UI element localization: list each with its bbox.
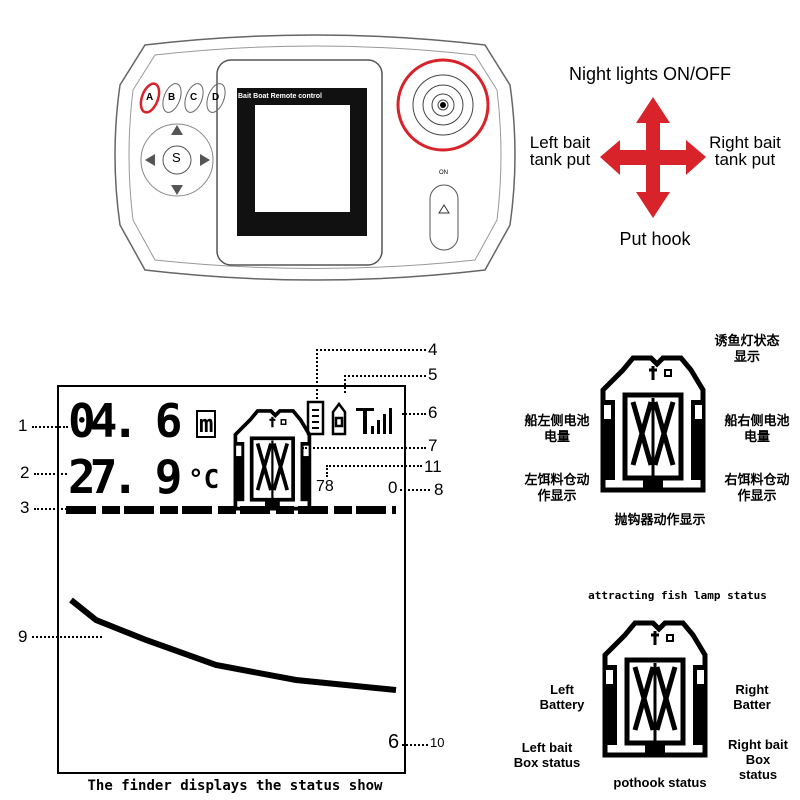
boat-status-icon-cn (593, 350, 713, 500)
battery-icon (306, 400, 325, 436)
callout-7: 7 (428, 436, 438, 455)
status-icons (306, 400, 392, 436)
signal-strength-icon (356, 408, 392, 434)
callout-3: 3 (20, 498, 30, 517)
en-lamp-label: attracting fish lamp status (588, 589, 767, 602)
callout-4: 4 (428, 340, 438, 359)
screen-title: Bait Boat Remote control (238, 93, 323, 100)
callout-5: 5 (428, 365, 438, 384)
boat-battery-icon (331, 401, 347, 436)
callout-8: 8 (434, 480, 444, 499)
button-s[interactable]: S (172, 150, 181, 165)
legend-left: Left bait tank put (529, 133, 591, 169)
callout-6: 6 (428, 403, 438, 422)
legend-down: Put hook (619, 229, 691, 249)
button-c[interactable]: C (190, 92, 198, 103)
temperature-unit: °C (188, 465, 220, 495)
cn-lamp-label: 诱鱼灯状态显示 (714, 333, 780, 364)
remote-control-drawing (114, 34, 516, 281)
en-right-battery-label: Right Batter (733, 682, 771, 712)
finder-caption: The finder displays the status show (87, 778, 383, 794)
button-d[interactable]: D (212, 92, 220, 103)
boat-status-icon-small (228, 405, 317, 517)
value-10: 6 (388, 731, 400, 753)
boat-icon (233, 409, 312, 511)
legend-up: Night lights ON/OFF (568, 64, 732, 84)
en-left-box-label: Left bait Box status (513, 740, 581, 770)
power-label: ON (439, 170, 448, 176)
boat-icon (600, 355, 706, 493)
cn-left-battery-label: 船左侧电池电量 (524, 413, 590, 444)
sonar-trace (66, 506, 397, 693)
en-hook-label: pothook status (613, 775, 707, 790)
cn-right-box-label: 右饵料仓动作显示 (724, 472, 790, 503)
callout-1: 1 (18, 416, 28, 435)
cn-left-box-label: 左饵料仓动作显示 (524, 472, 590, 503)
cn-hook-label: 抛钩器动作显示 (614, 512, 706, 527)
value-11: 78 (316, 478, 334, 495)
value-8: 0 (388, 478, 398, 497)
en-left-battery-label: Left Battery (539, 682, 585, 712)
temperature-value: 27. 9 (68, 450, 183, 504)
legend-right: Right bait tank put (709, 133, 781, 169)
boat-icon (602, 620, 708, 758)
boat-status-icon-en (595, 615, 715, 765)
en-right-box-label: Right bait Box status (728, 737, 788, 782)
direction-arrows-icon (600, 97, 706, 218)
button-a[interactable]: A (146, 92, 154, 103)
finder-screen (57, 385, 406, 774)
depth-value: 04. 6 (68, 394, 183, 448)
depth-unit: m (196, 410, 217, 438)
cn-right-battery-label: 船右侧电池电量 (724, 413, 790, 444)
callout-2: 2 (20, 463, 30, 482)
callout-10: 10 (430, 735, 445, 750)
button-b[interactable]: B (168, 92, 176, 103)
callout-9: 9 (18, 627, 28, 646)
callout-11: 11 (424, 457, 442, 476)
